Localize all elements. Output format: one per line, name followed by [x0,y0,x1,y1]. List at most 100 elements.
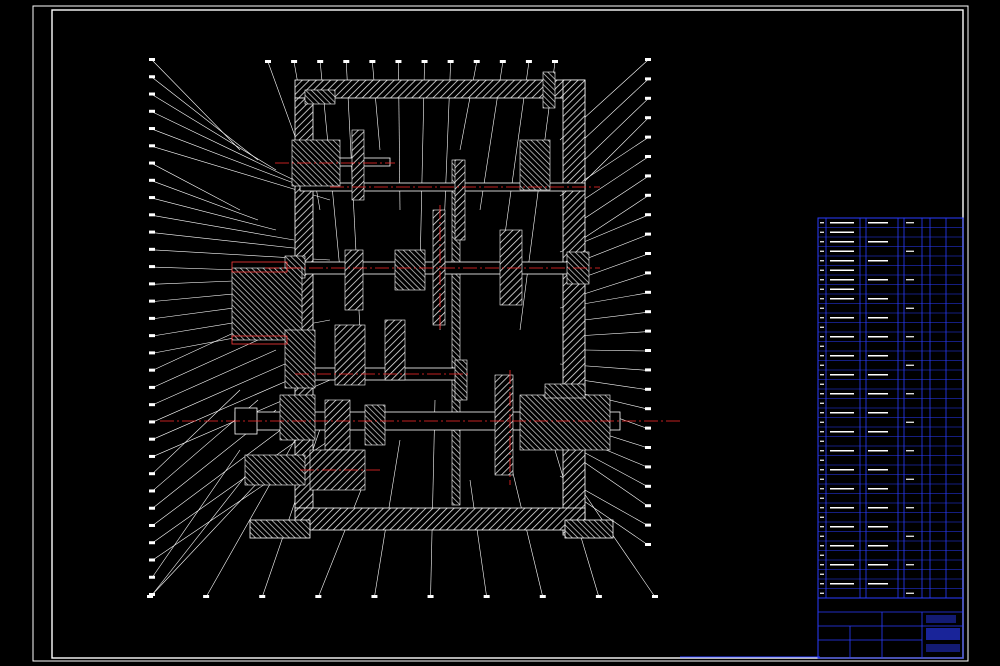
leader-right-7 [575,176,649,225]
gear-lower-center [334,324,366,386]
callout-left-2 [149,75,155,79]
leader-right-8 [583,195,649,239]
leader-left-11 [151,232,313,251]
callout-right-6 [645,155,651,158]
callout-left-14 [149,282,155,286]
callout-left-24 [149,454,155,458]
callout-right-3 [645,96,651,100]
leader-left-10 [151,215,295,241]
callout-left-12 [149,247,155,251]
callout-bottom-8 [539,595,546,598]
callout-right-16 [645,349,651,352]
callout-top-10 [499,60,506,63]
callout-left-28 [149,523,155,527]
callout-top-4 [343,60,350,63]
callout-bottom-9 [595,595,602,598]
callout-left-7 [149,161,155,165]
callout-left-11 [149,230,155,234]
leader-left-5 [151,128,313,191]
title-block-name-cell [926,628,960,640]
gear-output-c [364,404,386,446]
leader-right-15 [575,331,649,337]
callout-right-19 [645,407,651,411]
gear-top-b [454,159,466,241]
housing-bottom-wall [294,507,586,531]
leader-left-13 [151,266,241,271]
callout-right-8 [645,193,651,197]
callout-right-4 [645,116,651,120]
leader-left-8 [151,180,259,221]
callout-left-13 [149,265,155,269]
gear-lower-b [384,319,406,381]
gear-output-a [279,394,316,441]
leader-bottom-4 [318,479,366,598]
callout-left-21 [149,403,155,407]
leader-left-4 [151,111,295,181]
outer-frame [32,5,969,662]
leader-left-7 [151,163,241,211]
callout-top-5 [369,60,376,63]
callout-left-30 [149,558,155,562]
callout-right-21 [645,446,651,449]
leader-left-1 [151,59,241,151]
callout-left-19 [149,368,155,372]
spring-pack-lower [231,335,288,345]
gear-mid-right [499,229,523,306]
callout-right-14 [645,310,651,314]
callout-left-4 [149,109,155,113]
callout-left-5 [149,127,155,131]
callout-top-12 [552,60,558,63]
gear-mid-center [394,249,426,291]
leader-right-3 [575,98,649,169]
callout-right-13 [645,290,651,294]
leader-right-16 [583,349,649,352]
callout-top-7 [421,60,428,63]
callout-left-27 [149,506,155,510]
callout-left-26 [149,489,155,493]
callout-left-16 [149,316,155,320]
gear-mid-tall [432,209,446,326]
callout-top-9 [473,60,480,63]
leader-left-20 [151,339,259,389]
leader-right-24 [583,461,649,507]
callout-left-6 [149,144,155,148]
leader-left-25 [151,389,241,475]
callout-bottom-3 [259,595,266,598]
leader-left-9 [151,197,277,231]
callout-left-31 [149,575,155,579]
callout-right-24 [645,504,651,508]
callout-right-10 [645,232,651,236]
callout-right-15 [645,329,651,333]
callout-right-22 [645,465,651,469]
callout-left-23 [149,437,155,441]
callout-top-3 [317,60,324,63]
callout-bottom-5 [371,595,378,598]
clutch-housing [231,267,303,341]
title-block-org-cell [926,615,956,623]
bearing-right-lower [544,383,586,399]
callout-top-6 [395,60,402,63]
callout-right-25 [645,523,651,527]
callout-bottom-6 [427,595,434,598]
callout-left-20 [149,385,155,389]
callout-right-20 [645,426,651,430]
callout-left-18 [149,351,155,355]
leader-top-9 [459,61,478,151]
callout-left-8 [149,178,155,182]
housing-right-wall [562,79,586,536]
gear-lower-right [454,359,468,401]
callout-right-5 [645,135,651,139]
callout-left-10 [149,213,155,217]
callout-bottom-10 [652,595,658,598]
callout-left-17 [149,334,155,338]
coupling-right [519,394,611,451]
callout-right-11 [645,252,651,255]
callout-left-3 [149,92,155,96]
callout-right-1 [645,58,651,61]
callout-right-18 [645,387,651,391]
housing-base-left [249,519,311,539]
leader-left-19 [151,329,241,371]
gear-output-large [494,374,514,476]
callout-left-9 [149,196,155,200]
